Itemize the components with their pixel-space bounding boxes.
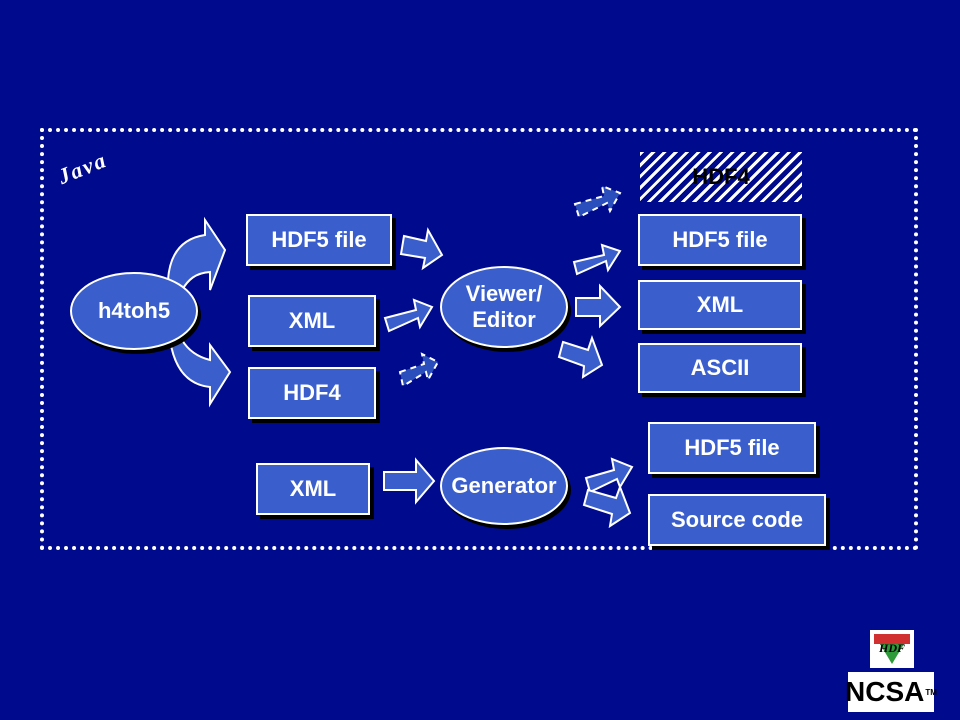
curved-arrow-down bbox=[168, 339, 232, 408]
gen-input-xml-label: XML bbox=[289, 476, 337, 501]
input-hdf4: HDF4 bbox=[248, 367, 376, 419]
viewer-editor-line1: Viewer/ bbox=[465, 280, 543, 306]
h4toh5-node: h4toh5 bbox=[70, 272, 198, 350]
arrow-xml-to-viewer bbox=[383, 298, 434, 333]
output-ascii: ASCII bbox=[638, 343, 802, 393]
gen-input-xml: XML bbox=[256, 463, 370, 515]
output-ascii-label: ASCII bbox=[690, 355, 750, 380]
svg-text:HDF: HDF bbox=[878, 641, 905, 655]
arrow-hdf5-to-viewer bbox=[399, 227, 444, 271]
h4toh5-label: h4toh5 bbox=[97, 297, 171, 323]
viewer-editor-line2: Editor bbox=[472, 307, 536, 332]
ncsa-logo-text: NCSA bbox=[845, 676, 925, 707]
hdf-logo-icon: HDF bbox=[874, 634, 910, 664]
input-hdf4-label: HDF4 bbox=[283, 380, 341, 405]
gen-output-source-code: Source code bbox=[648, 494, 826, 546]
hdf-logo: HDF bbox=[870, 630, 914, 668]
arrow-viewer-to-hdf5 bbox=[572, 243, 622, 276]
output-hdf4-label: HDF4 bbox=[692, 164, 750, 189]
generator-node: Generator bbox=[440, 447, 568, 525]
arrow-generator-to-hdf5 bbox=[584, 457, 634, 494]
gen-output-source-code-label: Source code bbox=[670, 507, 804, 532]
arrow-generator-to-source bbox=[582, 484, 632, 529]
input-hdf5-file-label: HDF5 file bbox=[271, 227, 367, 252]
arrow-hdf4-to-viewer bbox=[398, 352, 440, 388]
arrow-genxml-to-generator bbox=[383, 457, 436, 505]
viewer-editor-node: Viewer/ Editor bbox=[440, 266, 568, 348]
curved-arrow-up bbox=[166, 216, 227, 292]
gen-output-hdf5-file: HDF5 file bbox=[648, 422, 816, 474]
ncsa-tm: TM bbox=[925, 687, 937, 697]
output-hdf4: HDF4 bbox=[640, 152, 802, 202]
gen-output-hdf5-file-label: HDF5 file bbox=[684, 435, 780, 460]
arrow-viewer-to-hdf4 bbox=[573, 184, 622, 219]
arrow-viewer-to-xml bbox=[575, 283, 622, 329]
arrow-viewer-to-ascii bbox=[557, 334, 604, 379]
input-hdf5-file: HDF5 file bbox=[246, 214, 392, 266]
output-xml: XML bbox=[638, 280, 802, 330]
input-xml-label: XML bbox=[288, 308, 336, 333]
output-hdf5-file-label: HDF5 file bbox=[672, 227, 768, 252]
java-region-border bbox=[40, 128, 918, 550]
generator-label: Generator bbox=[451, 472, 557, 498]
input-xml: XML bbox=[248, 295, 376, 347]
output-xml-label: XML bbox=[696, 292, 744, 317]
output-hdf5-file: HDF5 file bbox=[638, 214, 802, 266]
